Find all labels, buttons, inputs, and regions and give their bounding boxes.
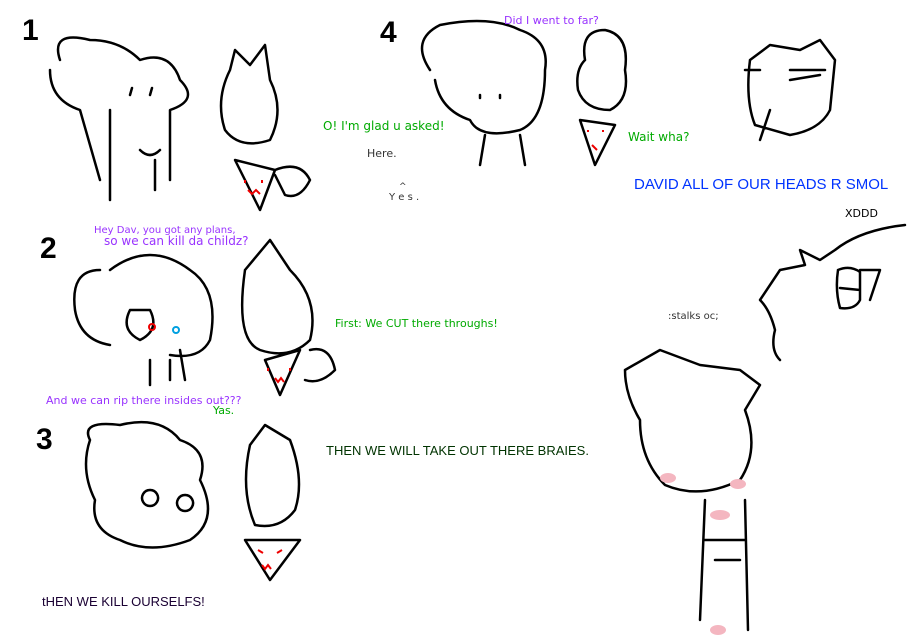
character-left-p4 (420, 19, 547, 167)
caret-mark: ^ (399, 182, 407, 192)
speech-text: And we can rip there insides out??? (46, 394, 242, 407)
panel-number-1: 1 (22, 14, 39, 47)
panel-number-4: 4 (380, 16, 397, 49)
character-right-p2 (240, 238, 337, 397)
character-head-sketch (743, 38, 837, 142)
character-right-p1 (219, 43, 312, 212)
character-left-p3 (84, 420, 210, 549)
speech-text: First: We CUT there throughs! (335, 317, 498, 330)
large-creature-sketch (758, 223, 907, 362)
speech-text: Wait wha? (628, 130, 690, 144)
speech-text: tHEN WE KILL OURSELFS! (42, 594, 205, 609)
character-left-p2 (73, 253, 214, 387)
speech-text: Y e s . (389, 192, 420, 203)
character-right-p4 (576, 28, 628, 167)
side-caption: XDDD (845, 207, 878, 220)
side-caption: :stalks oc; (668, 311, 719, 322)
panel-number-2: 2 (40, 232, 57, 265)
blush-marks (660, 473, 746, 635)
side-caption: DAVID ALL OF OUR HEADS R SMOL (634, 176, 889, 193)
boy-character-sketch (623, 348, 762, 632)
panel-number-3: 3 (36, 423, 53, 456)
speech-text: Did I went to far? (504, 14, 599, 27)
speech-text: THEN WE WILL TAKE OUT THERE BRAIES. (326, 443, 589, 458)
speech-text: so we can kill da childz? (104, 234, 249, 248)
speech-text: O! I'm glad u asked! (323, 119, 445, 133)
speech-text: Here. (367, 147, 397, 160)
character-right-p3 (243, 423, 302, 582)
speech-text: Yas. (213, 404, 235, 417)
character-left-p1 (48, 36, 190, 202)
speech-text: Hey Dav, you got any plans, (94, 225, 236, 236)
